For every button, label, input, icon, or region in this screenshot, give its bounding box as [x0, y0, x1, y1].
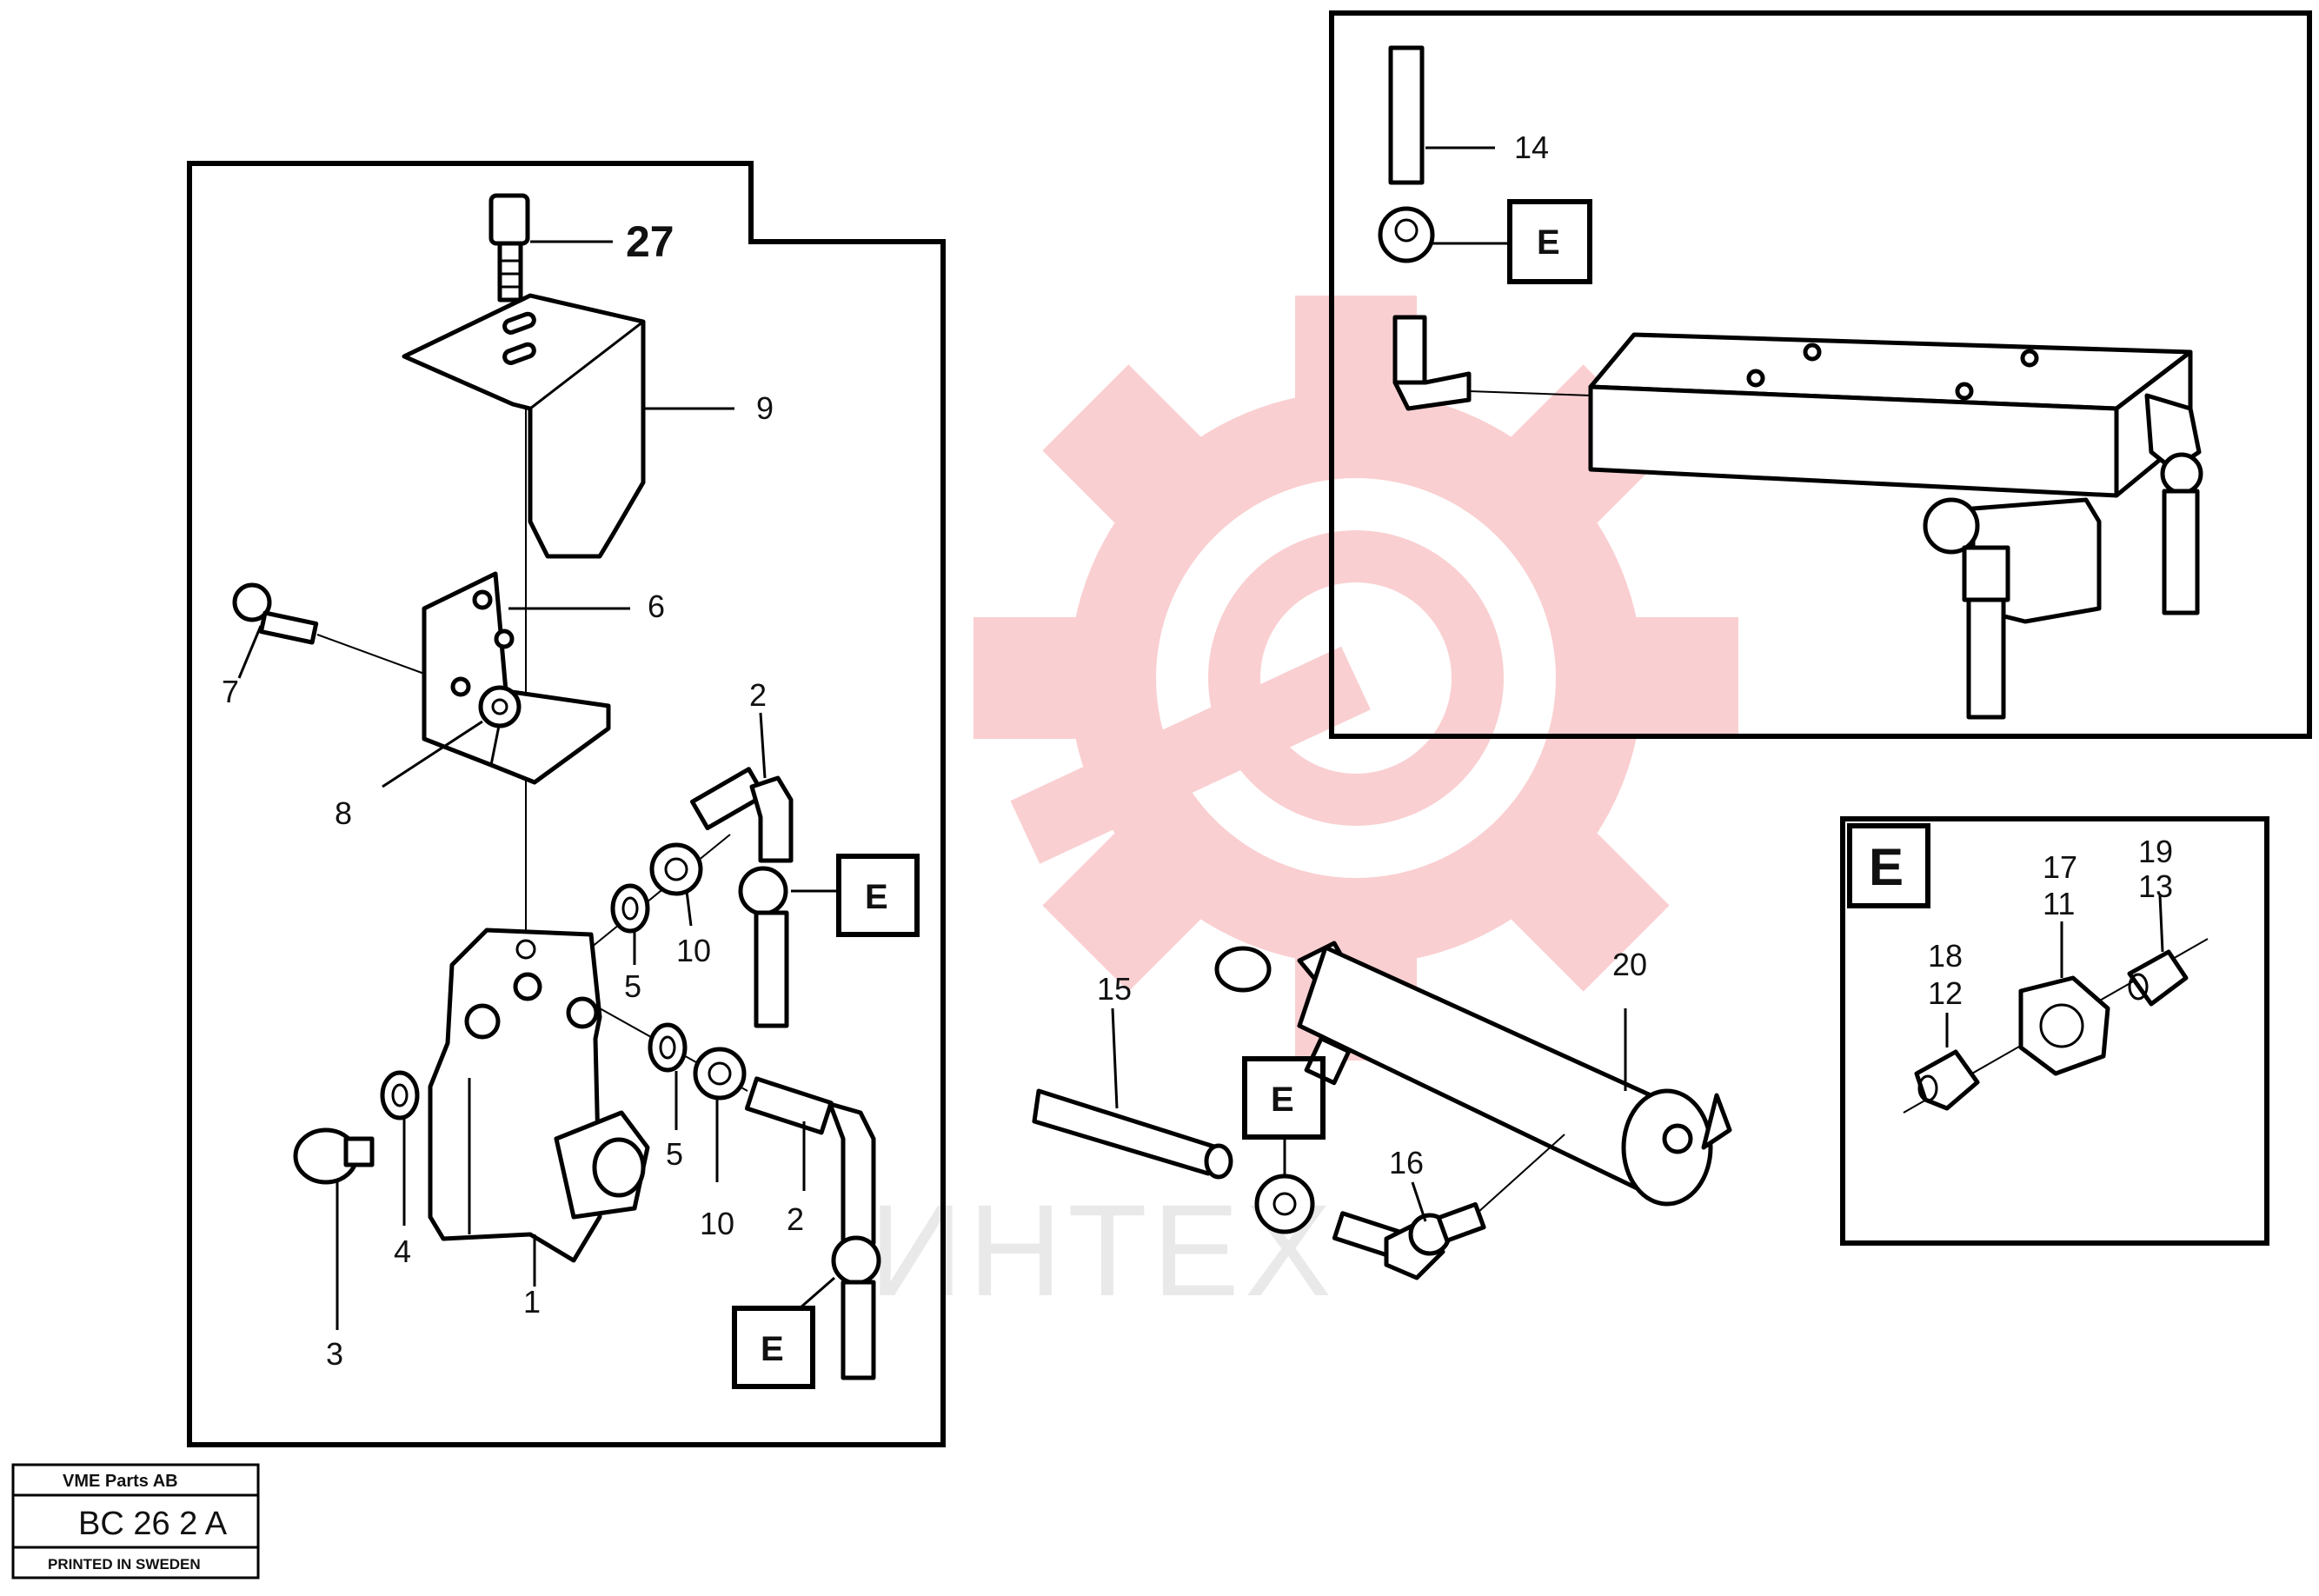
- cylinder-mount-detail-frame: [1329, 10, 2312, 739]
- fitting-13-icon: [2127, 949, 2189, 1007]
- title-block-company: VME Parts AB: [63, 1472, 178, 1491]
- detail-e-ref-3: E: [1507, 199, 1592, 284]
- detail-e-ref-2: E: [732, 1306, 815, 1389]
- bracket-9-icon: [402, 293, 646, 559]
- upper-port-axis: [590, 834, 731, 948]
- mounting-block-icon: [1588, 332, 2193, 498]
- cylinder-20-icon: [1214, 941, 1732, 1207]
- elbow-fitting-2-upper-icon: [690, 767, 794, 1028]
- callout-19: 19: [2138, 834, 2173, 869]
- callout-1: 1: [523, 1284, 541, 1320]
- pipe-15-icon: [1032, 1088, 1233, 1180]
- callout-4: 4: [394, 1234, 411, 1269]
- elbow-fitting-2-lower-icon: [744, 1076, 881, 1380]
- title-block-code: BC 26 2 A: [78, 1506, 228, 1542]
- bolt-7-axis: [316, 634, 425, 675]
- main-assembly-frame: [187, 161, 946, 1447]
- watermark-gear-icon: [973, 296, 1738, 1061]
- nut-e-cylinder-icon: [1254, 1174, 1315, 1234]
- callout-13: 13: [2138, 868, 2173, 904]
- svg-text:E: E: [1537, 223, 1560, 262]
- nut-10-upper-icon: [649, 842, 703, 896]
- leader-10a: [685, 890, 693, 927]
- elbow-fitting-16-icon: [1332, 1201, 1486, 1280]
- callout-2b: 2: [787, 1201, 804, 1237]
- plug-3-icon: [293, 1127, 375, 1185]
- leader-13: [2158, 894, 2164, 953]
- washer-5-upper-icon: [610, 883, 650, 934]
- callout-6: 6: [648, 589, 665, 624]
- title-block: VME Parts AB BC 26 2 A PRINTED IN SWEDEN: [11, 1463, 260, 1579]
- callout-5a: 5: [624, 968, 641, 1004]
- elbow-fitting-top-icon: [1392, 315, 1472, 411]
- svg-text:E: E: [761, 1330, 784, 1368]
- detail-e-ref-1: E: [836, 854, 920, 937]
- leader-16: [1411, 1181, 1427, 1222]
- leader-15: [1111, 1007, 1119, 1109]
- callout-10b: 10: [700, 1206, 734, 1241]
- callout-5b: 5: [666, 1136, 683, 1172]
- callout-12: 12: [1928, 975, 1963, 1011]
- callout-8: 8: [335, 795, 352, 831]
- detail-e-frame: [1840, 816, 2269, 1246]
- svg-text:E: E: [1869, 838, 1904, 896]
- leader-8: [382, 720, 483, 788]
- callout-7: 7: [222, 674, 239, 709]
- callout-2a: 2: [749, 677, 767, 713]
- nut-10-lower-icon: [693, 1047, 747, 1101]
- leader-7: [237, 625, 262, 679]
- bolt-7-icon: [232, 582, 319, 645]
- leader-e2: [799, 1276, 835, 1310]
- nut-8-icon: [478, 685, 522, 728]
- callout-11: 11: [2043, 886, 2075, 921]
- svg-text:E: E: [1271, 1081, 1294, 1119]
- callout-3: 3: [326, 1336, 343, 1372]
- pipe-14-icon: [1378, 45, 1435, 263]
- callout-16: 16: [1389, 1145, 1424, 1180]
- title-block-footer: PRINTED IN SWEDEN: [48, 1556, 201, 1573]
- ferrule-12-icon: [1914, 1049, 1980, 1111]
- callout-17: 17: [2043, 849, 2077, 885]
- washer-4-icon: [380, 1070, 420, 1121]
- washer-5-lower-icon: [648, 1022, 688, 1073]
- callout-20: 20: [1612, 947, 1647, 982]
- valve-body-1-icon: [428, 928, 650, 1263]
- callout-27: 27: [626, 217, 674, 266]
- bolt-27-icon: [488, 193, 530, 303]
- callout-15: 15: [1097, 971, 1132, 1007]
- watermark-text: ИНТЕХ: [869, 1177, 1337, 1323]
- cylinder-mount-axis: [1468, 390, 1591, 396]
- callout-18: 18: [1928, 938, 1963, 974]
- callout-10a: 10: [676, 933, 711, 968]
- cylinder-clamp-icon: [1923, 393, 2203, 720]
- detail-e-ref-4: E: [1242, 1056, 1326, 1140]
- callout-14: 14: [1514, 130, 1549, 165]
- svg-text:E: E: [865, 878, 888, 916]
- detail-e-title: E: [1847, 823, 1930, 908]
- leader-2a: [759, 712, 767, 779]
- union-nut-11-icon: [2018, 975, 2110, 1076]
- plate-bracket-6-icon: [422, 571, 611, 785]
- callout-9: 9: [756, 390, 774, 426]
- elbow-16-axis: [1477, 1134, 1565, 1214]
